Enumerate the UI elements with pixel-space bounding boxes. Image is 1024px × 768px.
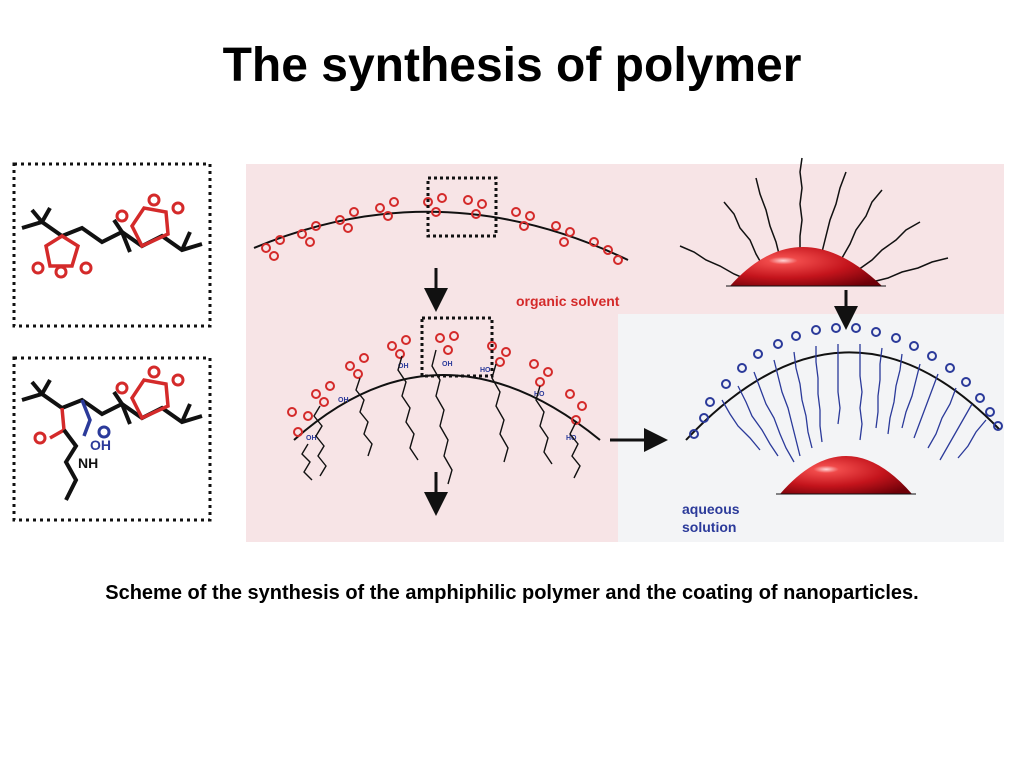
coated-nanoparticle-aqueous (685, 323, 1003, 495)
slide-title: The synthesis of polymer (222, 39, 802, 92)
nh-label: NH (78, 455, 98, 471)
aqueous-label: aqueous (682, 501, 740, 517)
svg-text:HO: HO (480, 367, 491, 374)
monomer-structure-box: OH (12, 162, 212, 328)
aqueous-panel-background (618, 314, 1004, 542)
svg-text:HO: HO (566, 435, 577, 442)
svg-text:HO: HO (534, 391, 545, 398)
figure-caption: Scheme of the synthesis of the amphiphil… (105, 582, 919, 604)
svg-text:OH: OH (398, 363, 409, 370)
amphiphilic-polymer-organic: OH OH OH HO HO OH HO (287, 316, 601, 485)
oh-label: OH (90, 437, 111, 453)
svg-text:OH: OH (306, 435, 317, 442)
modified-structure-box: NH OH (12, 356, 212, 522)
svg-text:OH: OH (338, 397, 349, 404)
solution-label: solution (682, 519, 736, 535)
organic-solvent-label: organic solvent (516, 293, 620, 309)
polymer-chain-top (253, 176, 629, 265)
synthesis-scheme: OH NH OH (12, 157, 1004, 542)
nanoparticle-hydrophobic (679, 157, 949, 287)
svg-text:OH: OH (442, 361, 453, 368)
